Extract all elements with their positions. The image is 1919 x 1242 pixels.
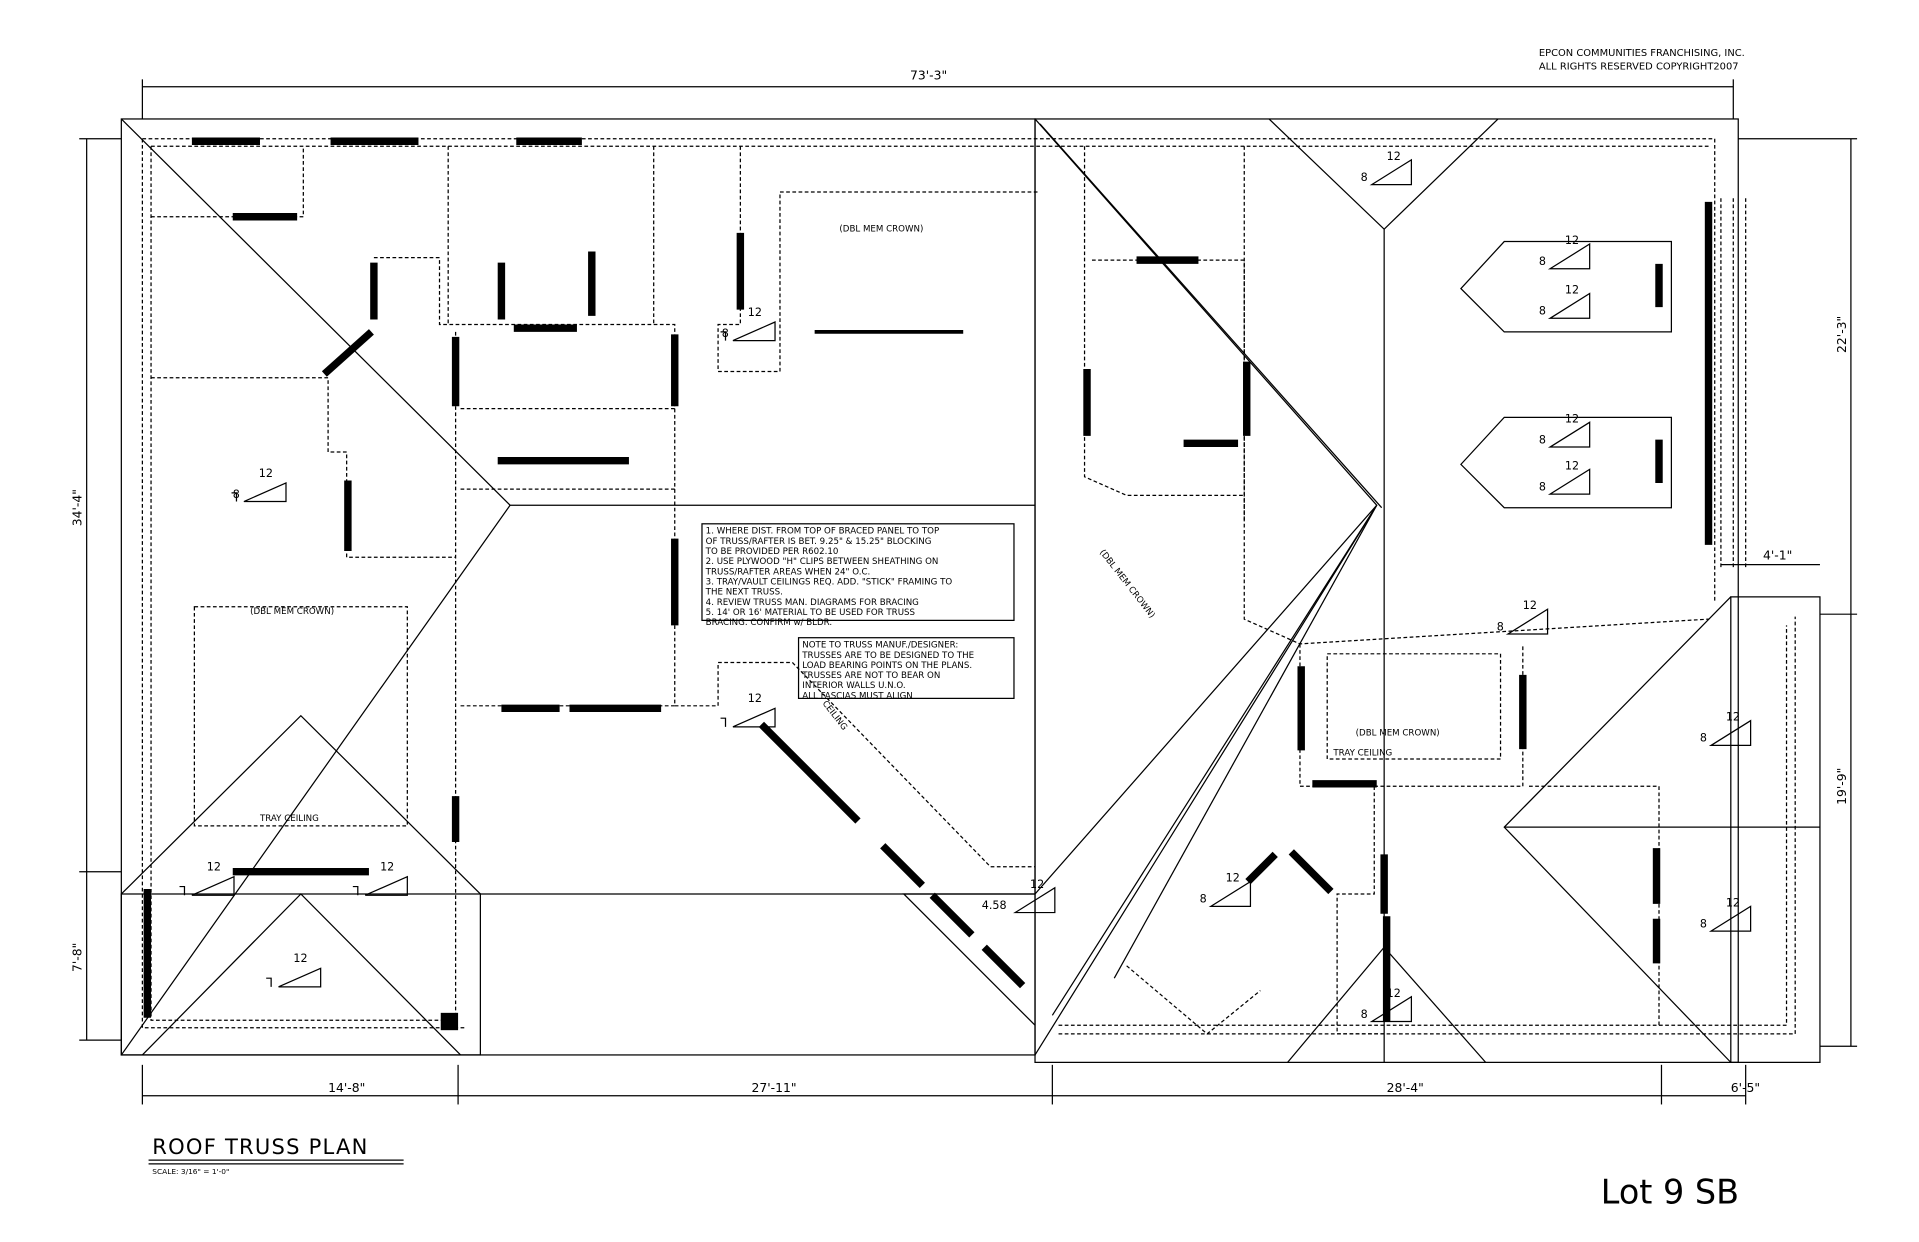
truss-note-line: ALL FASCIAS MUST ALIGN: [802, 691, 913, 701]
pitch-symbol: 12 8: [1361, 150, 1413, 186]
pitch-symbol: 12: [266, 952, 322, 988]
note-line: 2. USE PLYWOOD "H" CLIPS BETWEEN SHEATHI…: [706, 557, 939, 567]
pitch-symbol: 12 8: [1539, 459, 1591, 495]
pitch-symbol: 12: [352, 860, 408, 896]
pitch-symbol: 12 8: [720, 306, 776, 342]
label-tray-ceiling-1: TRAY CEILING: [259, 814, 319, 824]
truss-note-line: TRUSSES ARE NOT TO BEAR ON: [801, 671, 940, 681]
pitch-run: 4.58: [982, 899, 1007, 912]
note-line: 4. REVIEW TRUSS MAN. DIAGRAMS FOR BRACIN…: [706, 598, 919, 608]
pitch-rise: 12: [1387, 150, 1401, 163]
pitch-rise: 12: [1565, 412, 1579, 425]
pitch-rise: 12: [1523, 599, 1537, 612]
label-tray-ceiling-2: TRAY CEILING: [1332, 748, 1392, 758]
truss-note-line: INTERIOR WALLS U.N.O.: [802, 681, 905, 691]
pitch-run: 8: [1539, 255, 1546, 268]
pitch-rise: 12: [259, 467, 273, 480]
pitch-rise: 12: [1726, 711, 1740, 724]
pitch-rise: 12: [1226, 872, 1240, 885]
pitch-run: 8: [1361, 171, 1368, 184]
pitch-run: 8: [1539, 433, 1546, 446]
dim-right-offset: 4'-1": [1763, 549, 1792, 563]
note-line: TRUSS/RAFTER AREAS WHEN 24" O.C.: [705, 567, 871, 577]
note-line: TO BE PROVIDED PER R602.10: [705, 547, 839, 557]
pitch-rise: 12: [748, 306, 762, 319]
truss-note-line: LOAD BEARING POINTS ON THE PLANS.: [802, 661, 972, 671]
copyright-line1: EPCON COMMUNITIES FRANCHISING, INC.: [1539, 48, 1745, 59]
dim-bottom-4: 6'-5": [1731, 1081, 1760, 1095]
pitch-run: 8: [233, 488, 240, 501]
pitch-symbol: 12 8: [1200, 872, 1252, 907]
pitch-symbol: 12 8: [1497, 599, 1549, 635]
pitch-symbol: 12 8: [1539, 284, 1591, 319]
pitch-symbol: 12 8: [1361, 987, 1413, 1023]
note-line: OF TRUSS/RAFTER IS BET. 9.25" & 15.25" B…: [706, 537, 932, 547]
general-notes-box: 1. WHERE DIST. FROM TOP OF BRACED PANEL …: [701, 523, 1015, 628]
note-line: THE NEXT TRUSS.: [705, 588, 783, 598]
pitch-symbol: 12 8: [1539, 234, 1591, 270]
pitch-run: 8: [1539, 480, 1546, 493]
dim-left-lower: 7'-8": [71, 943, 85, 972]
pitch-run: 8: [1497, 620, 1504, 633]
pitch-rise: 12: [380, 860, 394, 873]
pitch-rise: 12: [748, 692, 762, 705]
pitch-symbol: 12 8: [1539, 412, 1591, 448]
label-dbl-mem-crown-1: (DBL MEM CROWN): [839, 225, 923, 235]
pitch-run: 8: [1361, 1008, 1368, 1021]
truss-note-line: TRUSSES ARE TO BE DESIGNED TO THE: [801, 651, 974, 661]
note-line: BRACING. CONFIRM w/ BLDR.: [706, 618, 832, 628]
pitch-rise: 12: [1565, 284, 1579, 297]
roof-outline: [120, 118, 1821, 1063]
braced-wall-panels: [143, 137, 1713, 1031]
dim-right-lower: 19'-9": [1835, 768, 1849, 805]
label-dbl-mem-crown-3: (DBL MEM CROWN): [1097, 548, 1157, 620]
dim-right-upper: 22'-3": [1835, 316, 1849, 353]
pitch-run: 8: [1700, 917, 1707, 930]
pitch-rise: 12: [1030, 878, 1044, 891]
pitch-symbol: 12: [720, 692, 776, 728]
drawing-title: ROOF TRUSS PLAN: [152, 1134, 368, 1159]
pitch-symbol: 124.58: [982, 878, 1056, 914]
pitch-run: 8: [1700, 732, 1707, 745]
note-line: 5. 14' OR 16' MATERIAL TO BE USED FOR TR…: [706, 608, 916, 618]
note-line: 3. TRAY/VAULT CEILINGS REQ. ADD. "STICK"…: [706, 577, 953, 587]
pitch-run: 8: [1539, 305, 1546, 318]
dimension-lines: [79, 79, 1858, 1105]
pitch-symbol: 12 8: [231, 467, 287, 503]
truss-note-line: NOTE TO TRUSS MANUF./DESIGNER:: [802, 641, 958, 651]
pitch-run: 8: [722, 327, 729, 340]
truss-designer-note-box: NOTE TO TRUSS MANUF./DESIGNER:TRUSSES AR…: [797, 637, 1015, 701]
pitch-run: 8: [1200, 893, 1207, 906]
dim-overall-depth: 34'-4": [71, 489, 85, 526]
dim-bottom-3: 28'-4": [1387, 1081, 1424, 1095]
pitch-rise: 12: [1726, 896, 1740, 909]
drawing-scale: SCALE: 3/16" = 1'-0": [152, 1167, 229, 1176]
pitch-rise: 12: [207, 860, 221, 873]
lot-label: Lot 9 SB: [1601, 1173, 1739, 1212]
pitch-rise: 12: [1565, 234, 1579, 247]
pitch-rise: 12: [1387, 987, 1401, 1000]
label-dbl-mem-crown-2: (DBL MEM CROWN): [250, 607, 334, 617]
dim-bottom-1: 14'-8": [328, 1081, 365, 1095]
pitch-rise: 12: [1565, 459, 1579, 472]
pitch-symbol: 12 8: [1700, 711, 1752, 747]
pitch-symbol: 12 8: [1700, 896, 1752, 932]
label-dbl-mem-crown-4: (DBL MEM CROWN): [1356, 729, 1440, 739]
bearing-walls: [141, 138, 1796, 1035]
note-line: 1. WHERE DIST. FROM TOP OF BRACED PANEL …: [706, 527, 940, 537]
dim-overall-width: 73'-3": [910, 68, 947, 82]
pitch-rise: 12: [293, 952, 307, 965]
pitch-symbol: 12: [179, 860, 235, 896]
dim-bottom-2: 27'-11": [752, 1081, 797, 1095]
copyright-line2: ALL RIGHTS RESERVED COPYRIGHT2007: [1539, 61, 1739, 72]
